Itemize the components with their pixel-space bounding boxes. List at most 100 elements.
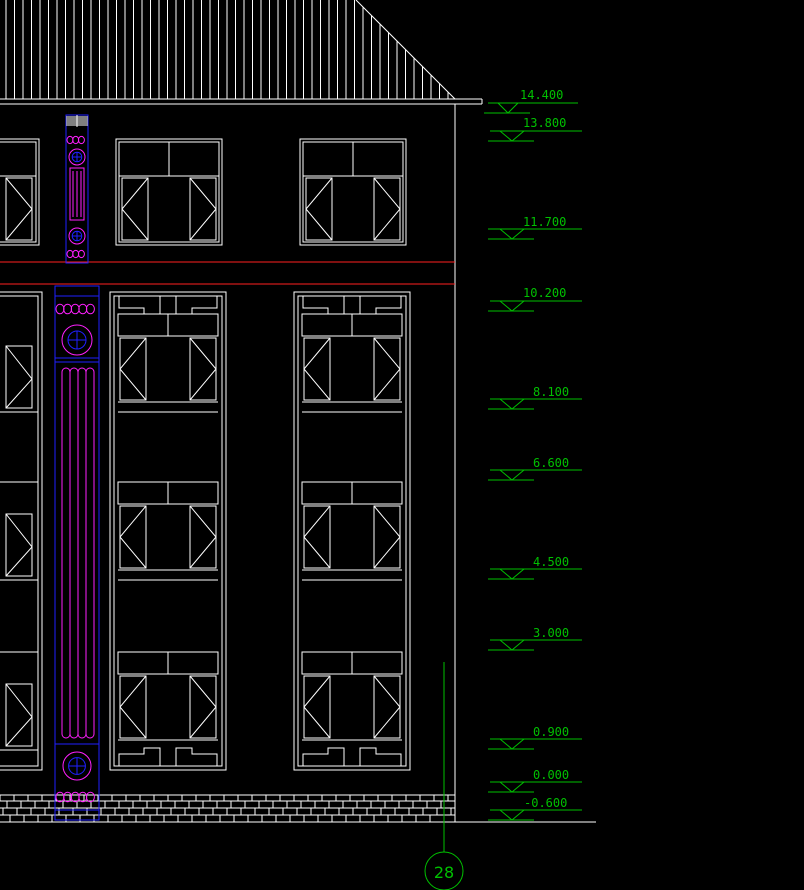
ring-ornament — [70, 791, 80, 803]
pilaster-lower — [54, 285, 100, 821]
window-swing-mark — [121, 177, 149, 241]
level-marker: 13.800 — [488, 116, 582, 142]
plinth-brick-pattern — [0, 795, 455, 822]
level-marker: 11.700 — [488, 215, 582, 240]
bay-inner-frame — [0, 295, 39, 767]
window-swing-mark — [373, 337, 401, 401]
window-swing-mark — [305, 177, 333, 241]
window-sash — [305, 177, 333, 241]
rosette-ornament — [68, 148, 86, 166]
window-frame-inner — [0, 141, 37, 243]
window-sash — [119, 505, 147, 569]
window-swing-mark — [303, 337, 331, 401]
window-swing-mark — [119, 337, 147, 401]
window-sash — [121, 177, 149, 241]
level-marker: 6.600 — [488, 456, 582, 481]
axis-label: 28 — [434, 863, 454, 882]
ring-ornament — [78, 791, 88, 803]
rosette-ornament — [61, 324, 93, 356]
fret-ornament — [118, 296, 161, 315]
ring-ornament — [66, 249, 74, 259]
level-marker: 0.000 — [488, 768, 582, 793]
floor-band — [0, 261, 455, 285]
level-label: 14.400 — [520, 88, 563, 102]
fluted-panel — [69, 167, 85, 221]
ring-ornament — [85, 791, 95, 803]
ring-ornament — [72, 249, 80, 259]
level-label: 4.500 — [533, 555, 569, 569]
bay-outer-frame — [0, 291, 43, 771]
window-sash — [5, 177, 33, 241]
window-sash — [303, 675, 331, 739]
tall-window-bay — [293, 291, 411, 771]
window-frame — [115, 138, 223, 246]
rosette-ornament — [62, 751, 92, 781]
fret-ornament — [359, 747, 402, 766]
ring-ornament — [63, 303, 73, 315]
building-outline — [0, 104, 596, 823]
level-marker: 0.900 — [488, 725, 582, 750]
upper-window-partial — [0, 138, 40, 246]
window-sash — [373, 177, 401, 241]
window-sash — [373, 337, 401, 401]
fret-ornament — [175, 296, 218, 315]
level-label: 10.200 — [523, 286, 566, 300]
bay-inner-frame — [297, 295, 407, 767]
elevation-markers: 14.400 13.800 11.700 10.200 8.100 6.600 … — [484, 88, 582, 821]
level-label: 0.900 — [533, 725, 569, 739]
window-sash — [373, 675, 401, 739]
flute — [61, 367, 71, 739]
window-swing-mark — [119, 505, 147, 569]
level-label: 11.700 — [523, 215, 566, 229]
window-swing-mark — [189, 177, 217, 241]
level-label: 3.000 — [533, 626, 569, 640]
window-sash — [119, 675, 147, 739]
level-marker: 10.200 — [488, 286, 582, 312]
window-swing-mark — [5, 683, 33, 747]
fret-ornament — [359, 296, 402, 315]
roof — [0, 0, 483, 105]
flute — [69, 367, 79, 739]
window-sash — [5, 683, 33, 747]
rosette-ornament — [68, 227, 86, 245]
window-sash — [189, 177, 217, 241]
level-marker: 8.100 — [488, 385, 582, 410]
level-label: 0.000 — [533, 768, 569, 782]
fret-ornament — [302, 747, 345, 766]
level-label: 6.600 — [533, 456, 569, 470]
ring-ornament — [85, 303, 95, 315]
level-label: 8.100 — [533, 385, 569, 399]
upper-windows — [0, 138, 407, 246]
upper-window — [299, 138, 407, 246]
window-swing-mark — [5, 513, 33, 577]
window-swing-mark — [5, 345, 33, 409]
flute — [77, 367, 87, 739]
bay-inner-frame — [113, 295, 223, 767]
window-sash — [189, 337, 217, 401]
window-sash — [303, 505, 331, 569]
window-swing-mark — [119, 675, 147, 739]
window-swing-mark — [303, 675, 331, 739]
window-swing-mark — [189, 675, 217, 739]
fret-ornament — [175, 747, 218, 766]
window-sash — [5, 513, 33, 577]
window-sash — [5, 345, 33, 409]
window-sash — [303, 337, 331, 401]
window-swing-mark — [5, 177, 33, 241]
level-marker: 4.500 — [488, 555, 582, 580]
bay-outer-frame — [109, 291, 227, 771]
ring-ornament — [66, 135, 74, 145]
window-sash — [119, 337, 147, 401]
window-swing-mark — [373, 675, 401, 739]
ring-ornament — [70, 303, 80, 315]
window-sash — [189, 505, 217, 569]
flute — [85, 367, 95, 739]
window-swing-mark — [303, 505, 331, 569]
tall-window-bay — [109, 291, 227, 771]
level-marker: 3.000 — [488, 626, 582, 651]
ring-ornament — [55, 791, 65, 803]
grid-axis: 28 — [424, 662, 464, 890]
axis-bubble — [424, 851, 464, 890]
level-marker: 14.400 — [484, 88, 578, 114]
